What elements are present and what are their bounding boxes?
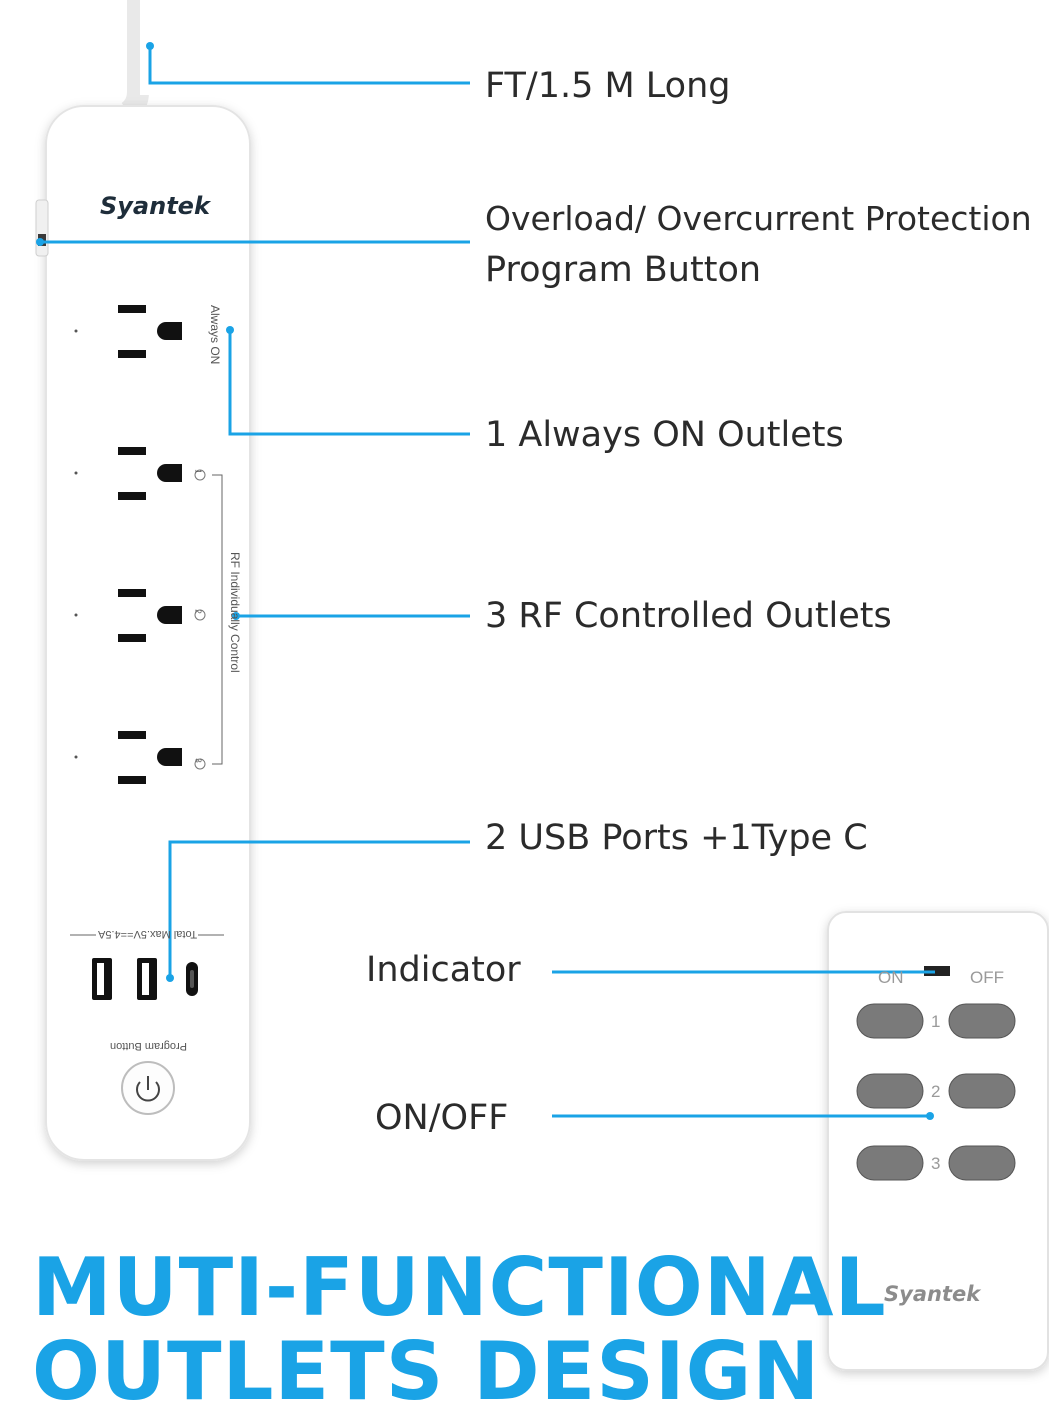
remote-on-button-3[interactable] — [856, 1145, 924, 1181]
on-off-callout: ON/OFF — [375, 1098, 509, 1138]
outlet-always-on — [74, 305, 182, 358]
outlet-rf-1 — [74, 447, 182, 500]
protection-label: Overload/ Overcurrent Protection — [485, 199, 1032, 238]
usb-a-port-1 — [92, 958, 112, 1000]
outlet-rf-2 — [74, 589, 182, 642]
always-on-callout: 1 Always ON Outlets — [485, 415, 844, 455]
headline-line-2: OUTLETS DESIGN — [32, 1325, 821, 1418]
remote-on-label: ON — [878, 968, 904, 987]
callout-dots — [36, 42, 934, 1120]
remote-control — [827, 911, 1049, 1371]
cord-length-label: FT/1.5 M Long — [485, 66, 731, 106]
always-on-label: Always ON — [208, 305, 222, 365]
program-button-label: Program Button — [110, 1040, 188, 1052]
remote-off-label: OFF — [970, 968, 1004, 987]
overload-button[interactable] — [35, 199, 49, 257]
remote-brand-logo: Syantek — [884, 1282, 981, 1306]
remote-channel-1: 1 — [931, 1012, 941, 1031]
callout-lines — [40, 46, 935, 1118]
outlet-rf-3 — [74, 731, 182, 784]
rf-outlets-callout: 3 RF Controlled Outlets — [485, 596, 892, 636]
remote-channel-2: 2 — [931, 1082, 941, 1101]
program-button-callout: Program Button — [485, 250, 762, 290]
power-icon[interactable] — [121, 1061, 175, 1115]
outlet-number-1: 1 — [193, 469, 203, 474]
remote-on-button-2[interactable] — [856, 1073, 924, 1109]
remote-on-button-1[interactable] — [856, 1003, 924, 1039]
remote-off-button-3[interactable] — [948, 1145, 1016, 1181]
rf-bracket — [212, 474, 223, 765]
usb-a-port-2 — [137, 958, 157, 1000]
outlet-number-2: 2 — [193, 609, 203, 614]
indicator-callout: Indicator — [366, 950, 521, 990]
usb-rating-label: Total Max.5V==4.5A — [98, 928, 198, 940]
indicator-light — [924, 966, 950, 976]
remote-off-button-2[interactable] — [948, 1073, 1016, 1109]
headline-line-1: MUTI-FUNCTIONAL — [32, 1241, 887, 1334]
usb-c-port — [186, 962, 198, 996]
outlet-number-3: 3 — [193, 758, 203, 763]
power-strip — [35, 105, 251, 1161]
remote-channel-3: 3 — [931, 1154, 941, 1173]
rf-control-label: RF Individually Control — [228, 552, 242, 673]
usb-ports-callout: 2 USB Ports +1Type C — [485, 818, 868, 858]
power-cord — [121, 0, 152, 122]
remote-off-button-1[interactable] — [948, 1003, 1016, 1039]
strip-brand-logo: Syantek — [100, 192, 210, 220]
